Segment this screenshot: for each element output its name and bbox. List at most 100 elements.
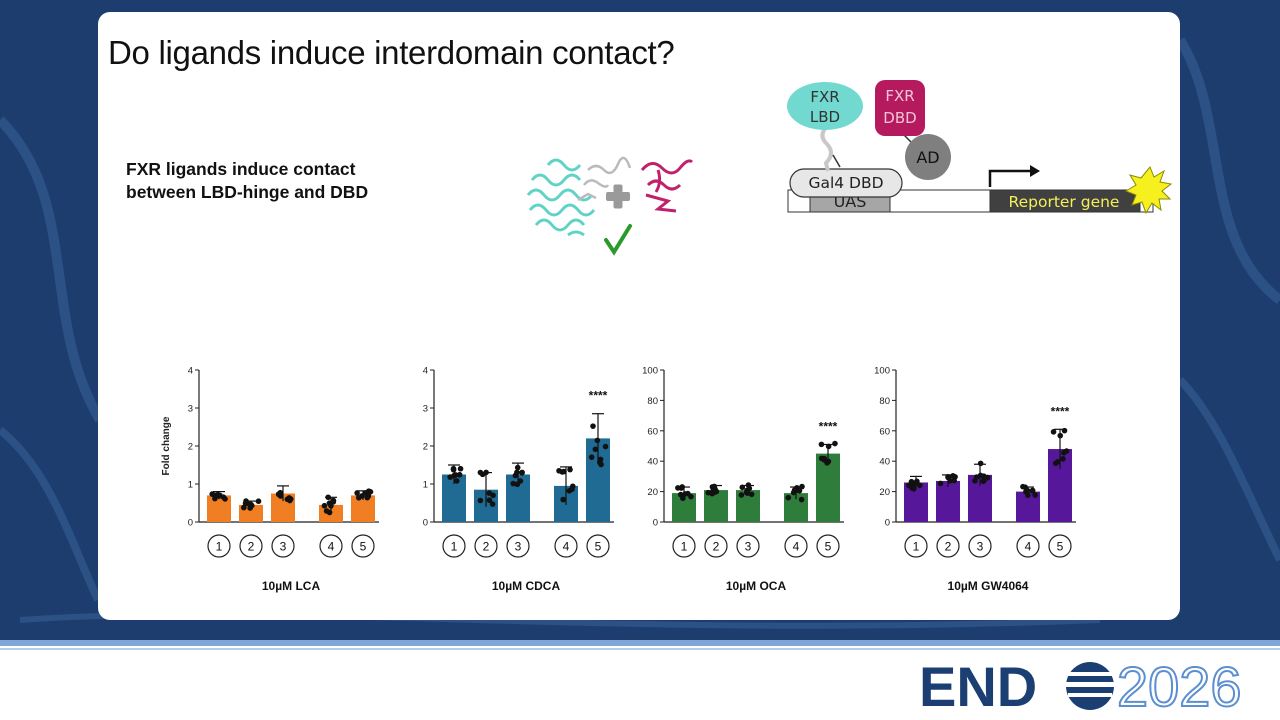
group-circle bbox=[1048, 534, 1072, 558]
data-point bbox=[705, 489, 712, 496]
y-tick-label: 1 bbox=[188, 480, 193, 491]
x-tick-label: 5 bbox=[825, 540, 832, 554]
data-point bbox=[739, 484, 746, 491]
logo-end-text: END bbox=[919, 655, 1037, 718]
data-point bbox=[330, 499, 337, 505]
group-circle bbox=[672, 534, 696, 558]
y-tick-label: 0 bbox=[423, 518, 428, 529]
y-tick-label: 60 bbox=[879, 426, 890, 437]
data-point bbox=[451, 472, 457, 479]
linker-line bbox=[832, 154, 841, 168]
data-point bbox=[519, 470, 525, 476]
ad-label: AD bbox=[916, 148, 939, 167]
logo-year-text: 2026 bbox=[1117, 655, 1242, 718]
data-point bbox=[326, 509, 333, 516]
y-tick-label: 20 bbox=[879, 487, 890, 498]
y-tick-label: 0 bbox=[188, 518, 193, 529]
data-point bbox=[1020, 483, 1026, 490]
data-point bbox=[790, 489, 797, 496]
fxr-dbd-label-1: FXR bbox=[885, 87, 914, 105]
data-point bbox=[743, 489, 750, 496]
x-tick-label: 1 bbox=[681, 540, 688, 554]
y-axis-label: Fold change bbox=[161, 416, 172, 475]
endo-logo: END 2026 bbox=[919, 654, 1243, 719]
data-point bbox=[514, 469, 520, 476]
group-circle bbox=[442, 534, 466, 558]
footer-stripe bbox=[0, 640, 1280, 646]
data-point bbox=[477, 497, 484, 504]
data-point bbox=[1061, 427, 1068, 434]
data-point bbox=[796, 487, 803, 494]
slide-title: Do ligands induce interdomain contact? bbox=[108, 34, 675, 71]
x-tick-label: 3 bbox=[977, 540, 984, 554]
x-tick-label: 5 bbox=[595, 540, 602, 554]
group-circle bbox=[319, 534, 343, 558]
data-point bbox=[1063, 448, 1070, 454]
activation-burst-icon bbox=[1124, 166, 1173, 215]
data-point bbox=[1054, 459, 1061, 465]
data-point bbox=[972, 478, 978, 484]
globe-icon bbox=[1066, 662, 1114, 710]
data-point bbox=[560, 496, 566, 503]
reporter-gene-label: Reporter gene bbox=[1009, 193, 1120, 211]
y-tick-label: 60 bbox=[647, 426, 658, 437]
data-point bbox=[244, 500, 251, 507]
x-tick-label: 5 bbox=[1057, 540, 1064, 554]
x-tick-label: 2 bbox=[483, 540, 490, 554]
data-point bbox=[561, 468, 567, 475]
data-point bbox=[490, 492, 496, 499]
fxr-dbd-box bbox=[875, 80, 925, 136]
y-tick-label: 20 bbox=[647, 487, 658, 498]
fxr-lbd-oval bbox=[787, 82, 863, 130]
group-circle bbox=[506, 534, 530, 558]
footer-stripe-thin bbox=[0, 648, 1280, 650]
data-point bbox=[738, 492, 745, 498]
y-tick-label: 3 bbox=[188, 404, 193, 415]
data-point bbox=[328, 503, 334, 509]
gal4-dbd-box bbox=[789, 168, 903, 198]
x-tick-label: 3 bbox=[515, 540, 522, 554]
footer-banner: END 2026 bbox=[0, 640, 1280, 720]
data-point bbox=[748, 491, 755, 498]
data-point bbox=[510, 480, 516, 487]
data-point bbox=[514, 464, 521, 471]
data-point bbox=[567, 466, 573, 473]
y-tick-label: 40 bbox=[647, 457, 658, 468]
y-tick-label: 0 bbox=[653, 518, 658, 529]
group-circle bbox=[474, 534, 498, 558]
y-tick-label: 80 bbox=[647, 396, 658, 407]
bar bbox=[936, 480, 960, 522]
y-tick-label: 1 bbox=[423, 480, 428, 491]
x-tick-label: 3 bbox=[280, 540, 287, 554]
group-circle bbox=[207, 534, 231, 558]
data-point bbox=[910, 486, 917, 492]
data-point bbox=[799, 483, 805, 490]
x-tick-label: 2 bbox=[713, 540, 720, 554]
tether-line bbox=[820, 123, 833, 172]
data-point bbox=[914, 478, 920, 485]
y-tick-label: 4 bbox=[188, 366, 193, 377]
group-circle bbox=[736, 534, 760, 558]
data-point bbox=[362, 490, 369, 496]
data-point bbox=[818, 441, 825, 448]
x-tick-label: 2 bbox=[248, 540, 255, 554]
data-point bbox=[1032, 492, 1038, 498]
data-point bbox=[517, 478, 524, 484]
x-tick-label: 1 bbox=[451, 540, 458, 554]
fxr-lbd-label-2: LBD bbox=[810, 108, 840, 126]
significance-label: **** bbox=[819, 419, 838, 433]
group-circle bbox=[904, 534, 928, 558]
data-point bbox=[709, 484, 716, 490]
claim-text: FXR ligands induce contact between LBD-h… bbox=[126, 158, 446, 204]
data-point bbox=[588, 454, 595, 460]
data-point bbox=[1029, 487, 1036, 494]
data-point bbox=[450, 465, 457, 472]
two-hybrid-assay-diagram: UAS Reporter gene Gal4 DBD FXR LBD FXR D… bbox=[787, 80, 1173, 215]
data-point bbox=[916, 482, 923, 489]
arrow-head-icon bbox=[1030, 165, 1040, 177]
chart-title: 10µM GW4064 bbox=[948, 579, 1029, 593]
